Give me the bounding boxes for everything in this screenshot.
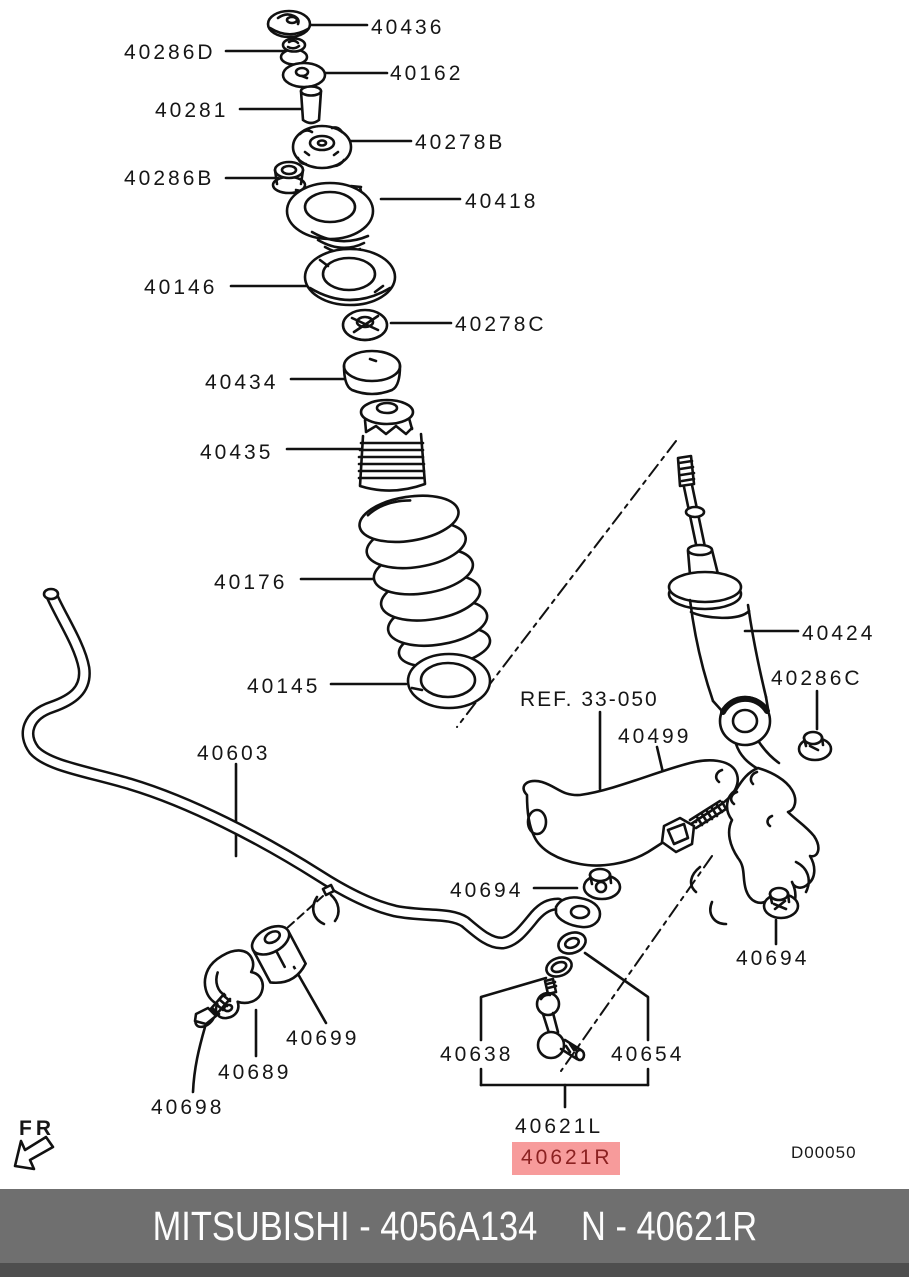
part-label-40698[interactable]: 40698	[151, 1096, 225, 1119]
stabilizer-bushing-drawing	[250, 924, 307, 985]
leader-lines	[191, 23, 819, 1109]
nut-40694-right-drawing	[762, 886, 800, 920]
footer-text: MITSUBISHI - 4056A134 N - 40621R	[152, 1202, 757, 1249]
part-label-40621R[interactable]: 40621R	[512, 1142, 620, 1176]
coil-spring-drawing	[358, 494, 492, 669]
part-label-40278C[interactable]: 40278C	[455, 313, 547, 336]
part-label-40694-left[interactable]: 40694	[450, 879, 524, 902]
part-label-40176[interactable]: 40176	[214, 571, 288, 594]
part-label-40281[interactable]: 40281	[155, 99, 229, 122]
part-label-40499[interactable]: 40499	[618, 725, 692, 748]
part-label-40621L[interactable]: 40621L	[515, 1115, 604, 1138]
footer-catalog-code: N - 40621R	[580, 1202, 757, 1249]
part-label-40435[interactable]: 40435	[200, 441, 274, 464]
part-label-40694-right[interactable]: 40694	[736, 947, 810, 970]
part-label-40286B[interactable]: 40286B	[124, 167, 215, 190]
part-label-40278B[interactable]: 40278B	[415, 131, 506, 154]
footer-brand-partnumber: MITSUBISHI - 4056A134	[152, 1202, 537, 1249]
bolt-40499-drawing	[660, 799, 728, 854]
stabilizer-link-drawing	[535, 931, 587, 1062]
part-label-40286D[interactable]: 40286D	[124, 41, 216, 64]
strut-mount-stack-drawing	[266, 9, 427, 492]
part-label-40146[interactable]: 40146	[144, 276, 218, 299]
fr-direction-label: FR	[19, 1117, 55, 1140]
part-label-40689[interactable]: 40689	[218, 1061, 292, 1084]
fr-direction-arrow	[13, 1135, 55, 1171]
part-label-40162[interactable]: 40162	[390, 62, 464, 85]
part-label-40424[interactable]: 40424	[802, 622, 876, 645]
nut-40694-left-drawing	[582, 867, 622, 901]
drawing-code: D00050	[791, 1143, 857, 1162]
nut-40286c-drawing	[797, 730, 833, 762]
spring-pad-drawing	[406, 652, 492, 710]
part-label-40699[interactable]: 40699	[286, 1027, 360, 1050]
part-label-40286C[interactable]: 40286C	[771, 667, 863, 690]
stabilizer-bar-drawing	[21, 587, 602, 950]
part-label-40418[interactable]: 40418	[465, 190, 539, 213]
part-label-40434[interactable]: 40434	[205, 371, 279, 394]
footer-bottom-strip	[0, 1263, 909, 1277]
part-label-40638[interactable]: 40638	[440, 1043, 514, 1066]
part-label-40436[interactable]: 40436	[371, 16, 445, 39]
shock-absorber-drawing	[667, 454, 781, 771]
part-label-40603[interactable]: 40603	[197, 742, 271, 765]
stabilizer-bolt-drawing	[193, 992, 232, 1029]
reference-link-33-050[interactable]: REF. 33-050	[520, 688, 659, 711]
footer-banner: MITSUBISHI - 4056A134 N - 40621R	[0, 1189, 909, 1263]
part-label-40145[interactable]: 40145	[247, 675, 321, 698]
part-label-40654[interactable]: 40654	[611, 1043, 685, 1066]
